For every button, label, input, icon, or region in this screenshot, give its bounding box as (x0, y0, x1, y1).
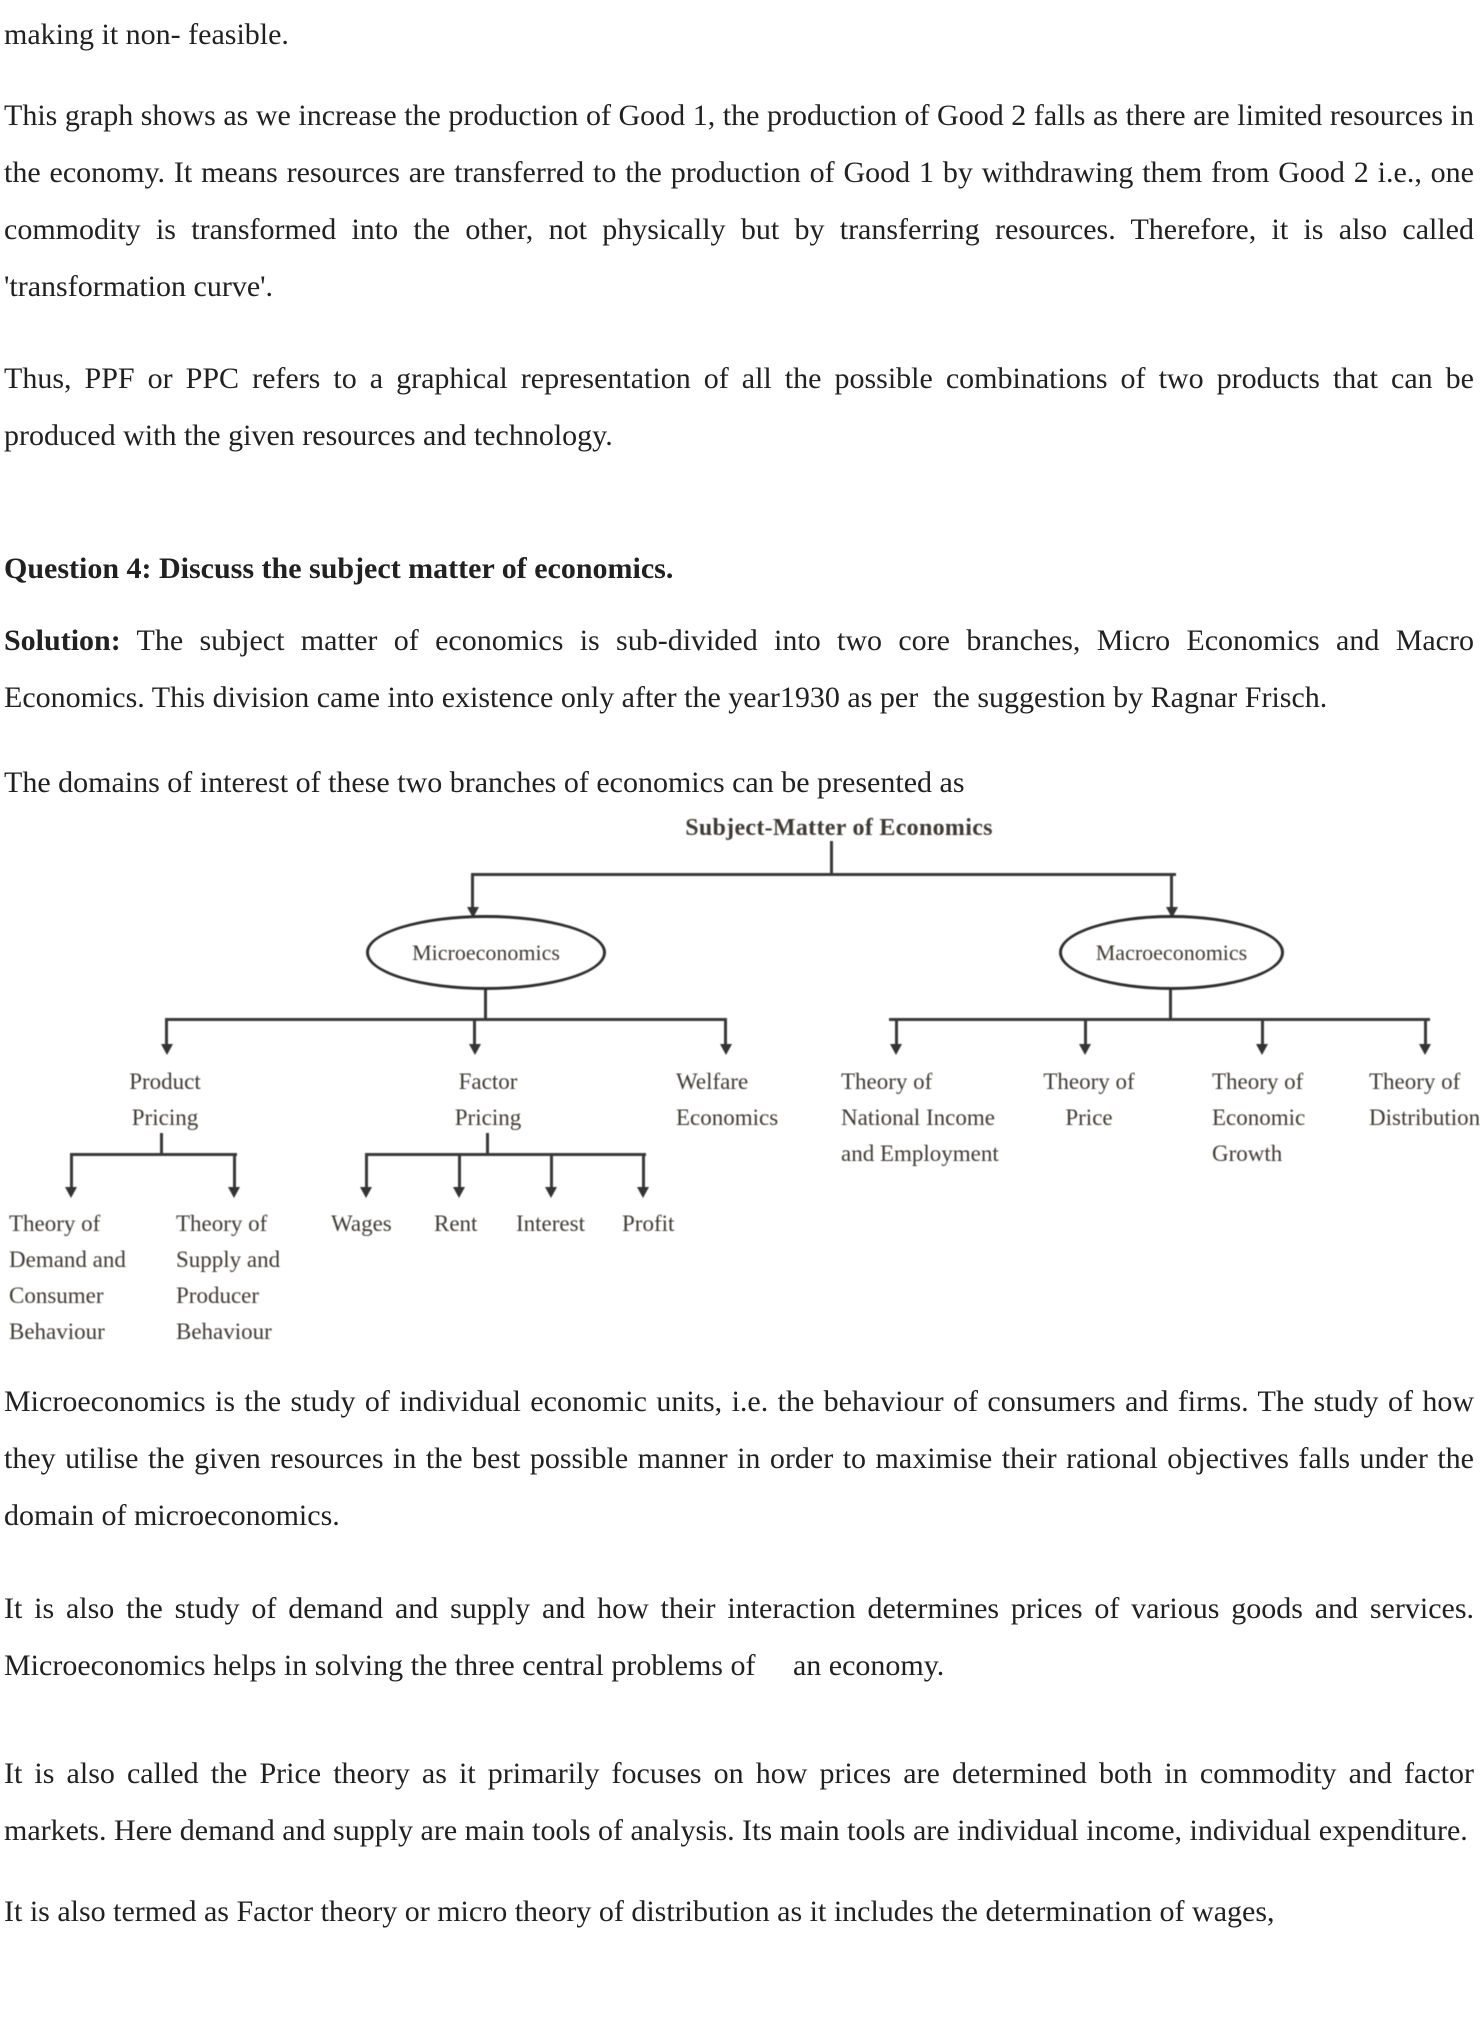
tree-connector-line (167, 1018, 726, 1021)
tree-connector-line (895, 1018, 898, 1044)
tree-connector-line (473, 1018, 476, 1044)
arrow-down-icon (545, 1187, 557, 1198)
arrow-down-icon (637, 1187, 649, 1198)
tree-connector-line (471, 873, 474, 907)
paragraph-domains-intro: The domains of interest of these two bra… (4, 766, 965, 799)
tree-connector-line (550, 1153, 553, 1187)
paragraph-graph-explanation: This graph shows as we increase the prod… (4, 99, 1474, 303)
tree-connector-line (642, 1153, 645, 1187)
paragraph-demand-supply: It is also the study of demand and suppl… (4, 1592, 1474, 1682)
node-theory-price: Theory of Price (1043, 1069, 1135, 1130)
tree-connector-line (71, 1153, 237, 1156)
paragraph-factor-theory: It is also termed as Factor theory or mi… (4, 1895, 1275, 1928)
tree-connector-line (724, 1018, 727, 1044)
node-theory-national-income: Theory of National Income and Employment (841, 1069, 999, 1166)
arrow-down-icon (467, 907, 479, 918)
tree-connector-line (486, 1133, 489, 1155)
arrow-down-icon (1419, 1044, 1431, 1055)
macroeconomics-label: Macroeconomics (1095, 939, 1248, 965)
node-theory-supply-producer: Theory of Supply and Producer Behaviour (176, 1211, 281, 1344)
tree-connector-line (366, 1153, 646, 1156)
arrow-down-icon (453, 1187, 465, 1198)
node-theory-demand-consumer: Theory of Demand and Consumer Behaviour (9, 1211, 126, 1344)
node-product-pricing: Product Pricing (129, 1069, 201, 1130)
tree-connector-line (473, 873, 1176, 876)
tree-connector-line (160, 1133, 163, 1155)
node-rent: Rent (434, 1211, 478, 1236)
tree-connector-line (1084, 1018, 1087, 1044)
paragraph-microeconomics-study: Microeconomics is the study of individua… (4, 1385, 1474, 1532)
tree-connector-line (458, 1153, 461, 1187)
node-wages: Wages (331, 1211, 392, 1236)
arrow-down-icon (228, 1187, 240, 1198)
arrow-down-icon (890, 1044, 902, 1055)
tree-connector-line (1170, 873, 1173, 907)
tree-connector-line (365, 1153, 368, 1187)
tree-connector-line (484, 990, 487, 1020)
paragraph-solution: Solution: The subject matter of economic… (4, 612, 1474, 726)
arrow-down-icon (65, 1187, 77, 1198)
tree-connector-line (70, 1153, 73, 1187)
arrow-down-icon (360, 1187, 372, 1198)
diagram-title: Subject-Matter of Economics (685, 815, 993, 841)
arrow-down-icon (161, 1044, 173, 1055)
tree-connector-line (1424, 1018, 1427, 1044)
subject-matter-diagram: Subject-Matter of Economics Microeconomi… (4, 811, 1480, 1351)
solution-body: The subject matter of economics is sub-d… (4, 624, 1474, 714)
tree-connector-line (830, 841, 833, 873)
microeconomics-label: Microeconomics (412, 939, 560, 965)
tree-connector-line (233, 1153, 236, 1187)
paragraph-price-theory: It is also called the Price theory as it… (4, 1757, 1474, 1847)
tree-connector-line (165, 1018, 168, 1044)
arrow-down-icon (1256, 1044, 1268, 1055)
node-welfare-economics: Welfare Economics (676, 1069, 779, 1130)
arrow-down-icon (1079, 1044, 1091, 1055)
node-interest: Interest (516, 1211, 585, 1236)
arrow-down-icon (1166, 907, 1178, 918)
question-4-heading: Question 4: Discuss the subject matter o… (4, 552, 674, 585)
node-theory-distribution: Theory of Distribution (1369, 1069, 1480, 1130)
tree-connector-line (889, 1018, 1430, 1021)
tree-connector-line (1169, 990, 1172, 1020)
arrow-down-icon (469, 1044, 481, 1055)
node-macroeconomics: Macroeconomics (1059, 915, 1284, 990)
node-factor-pricing: Factor Pricing (454, 1069, 522, 1130)
node-profit: Profit (622, 1211, 675, 1236)
solution-label: Solution: (4, 624, 121, 657)
arrow-down-icon (720, 1044, 732, 1055)
node-theory-economic-growth: Theory of Economic Growth (1212, 1069, 1306, 1166)
paragraph-non-feasible: making it non- feasible. (4, 18, 289, 51)
tree-connector-line (1261, 1018, 1264, 1044)
paragraph-ppf-definition: Thus, PPF or PPC refers to a graphical r… (4, 362, 1474, 452)
node-microeconomics: Microeconomics (366, 915, 606, 990)
